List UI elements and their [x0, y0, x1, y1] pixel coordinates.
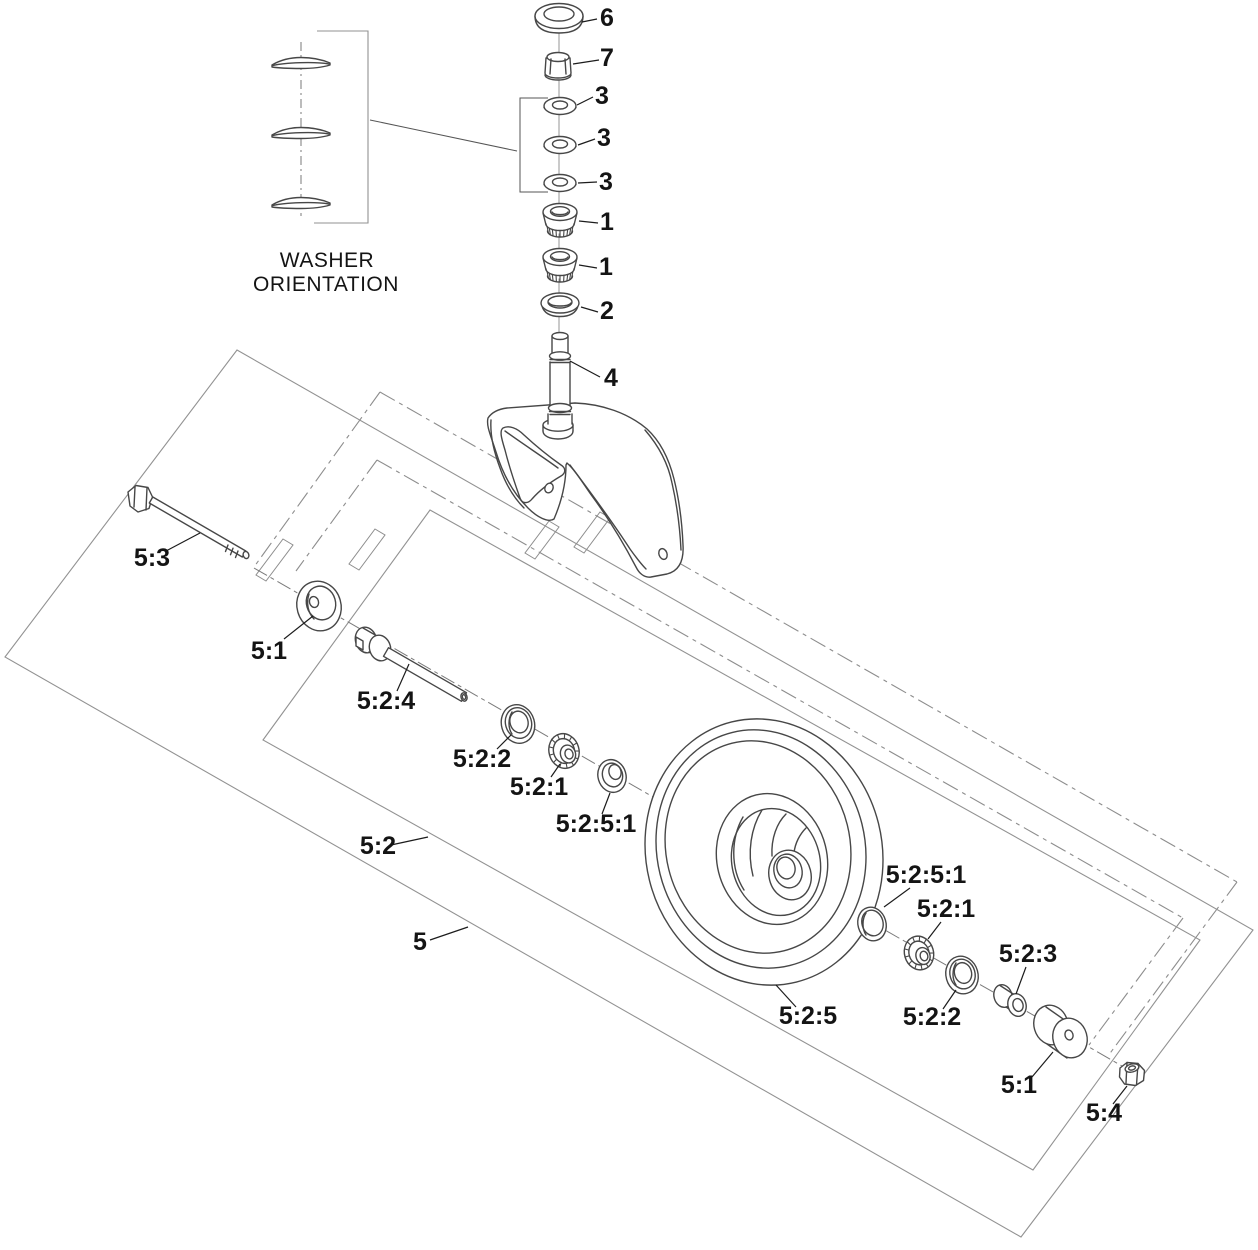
callout-5-1-left: 5:1 — [251, 637, 287, 665]
callout-labels: 6 7 3 3 3 1 1 2 4 5:3 5:1 5:2:4 5:2:2 5:… — [134, 4, 1122, 1127]
locknut-part-7 — [544, 51, 572, 81]
callout-5-2-5: 5:2:5 — [779, 1002, 837, 1030]
axle-bolt-5-2-4 — [354, 626, 468, 702]
bearing-part-1a — [542, 202, 578, 238]
assembly-boundary-inner — [262, 509, 1201, 1171]
callout-3c: 3 — [599, 168, 613, 196]
callout-5-2-5-1-left: 5:2:5:1 — [556, 810, 637, 838]
wheel-5-2-5 — [644, 718, 884, 986]
spacer-5-1-left — [296, 580, 342, 632]
callout-5-2-3: 5:2:3 — [999, 940, 1057, 968]
caster-fork — [486, 402, 684, 578]
callout-5-2-5-1-right: 5:2:5:1 — [886, 861, 967, 889]
callout-5-2: 5:2 — [360, 832, 396, 860]
callout-5-2-4: 5:2:4 — [357, 687, 415, 715]
cap-part-6 — [534, 2, 584, 34]
washer-part-3a — [543, 96, 577, 116]
callout-3b: 3 — [597, 124, 611, 152]
mounting-slots — [255, 511, 611, 582]
nut-5-4 — [1118, 1061, 1146, 1087]
leader-lines — [165, 18, 1128, 1105]
bushing-5-2-3 — [993, 983, 1027, 1018]
washer-part-3c — [543, 173, 577, 193]
washer-orientation-title-line1: WASHER — [280, 249, 374, 272]
callout-4: 4 — [604, 364, 618, 392]
fork-plate-hole — [544, 482, 554, 494]
race-5-2-5-1-left — [597, 758, 627, 794]
washer-orientation-title-line2: ORIENTATION — [253, 273, 399, 296]
washer-part-3b — [543, 135, 577, 155]
callout-1a: 1 — [600, 208, 614, 236]
bearing-part-1b — [542, 247, 578, 283]
callout-5-2-1-left: 5:2:1 — [510, 773, 568, 801]
callout-3a: 3 — [595, 82, 609, 110]
washer-stack-bracket — [519, 97, 548, 193]
callout-5-2-2-right: 5:2:2 — [903, 1003, 961, 1031]
callout-5: 5 — [413, 928, 427, 956]
bearing-5-2-1-left — [548, 732, 580, 770]
seal-part-2 — [540, 292, 580, 318]
callout-1b: 1 — [599, 253, 613, 281]
callout-7: 7 — [600, 44, 614, 72]
callout-6: 6 — [600, 4, 614, 32]
callout-5-3: 5:3 — [134, 544, 170, 572]
callout-2: 2 — [600, 297, 614, 325]
seal-5-2-2-right — [945, 955, 979, 995]
mount-bolt-5-3 — [127, 484, 250, 560]
callout-5-4: 5:4 — [1086, 1099, 1122, 1127]
fork-tip-hole — [658, 547, 668, 561]
callout-5-2-1-right: 5:2:1 — [917, 895, 975, 923]
spindle-part-4 — [547, 331, 573, 425]
washer-orientation-box — [271, 30, 518, 224]
callout-5-2-2-left: 5:2:2 — [453, 745, 511, 773]
spacer-5-1-right — [1033, 1004, 1088, 1059]
race-5-2-5-1-right — [857, 906, 887, 942]
bearing-5-2-1-right — [903, 935, 935, 971]
washer-side-view — [271, 56, 331, 210]
callout-5-1-right: 5:1 — [1001, 1071, 1037, 1099]
assembly-boundary-outer — [4, 349, 1254, 1238]
seal-5-2-2-left — [500, 704, 536, 744]
